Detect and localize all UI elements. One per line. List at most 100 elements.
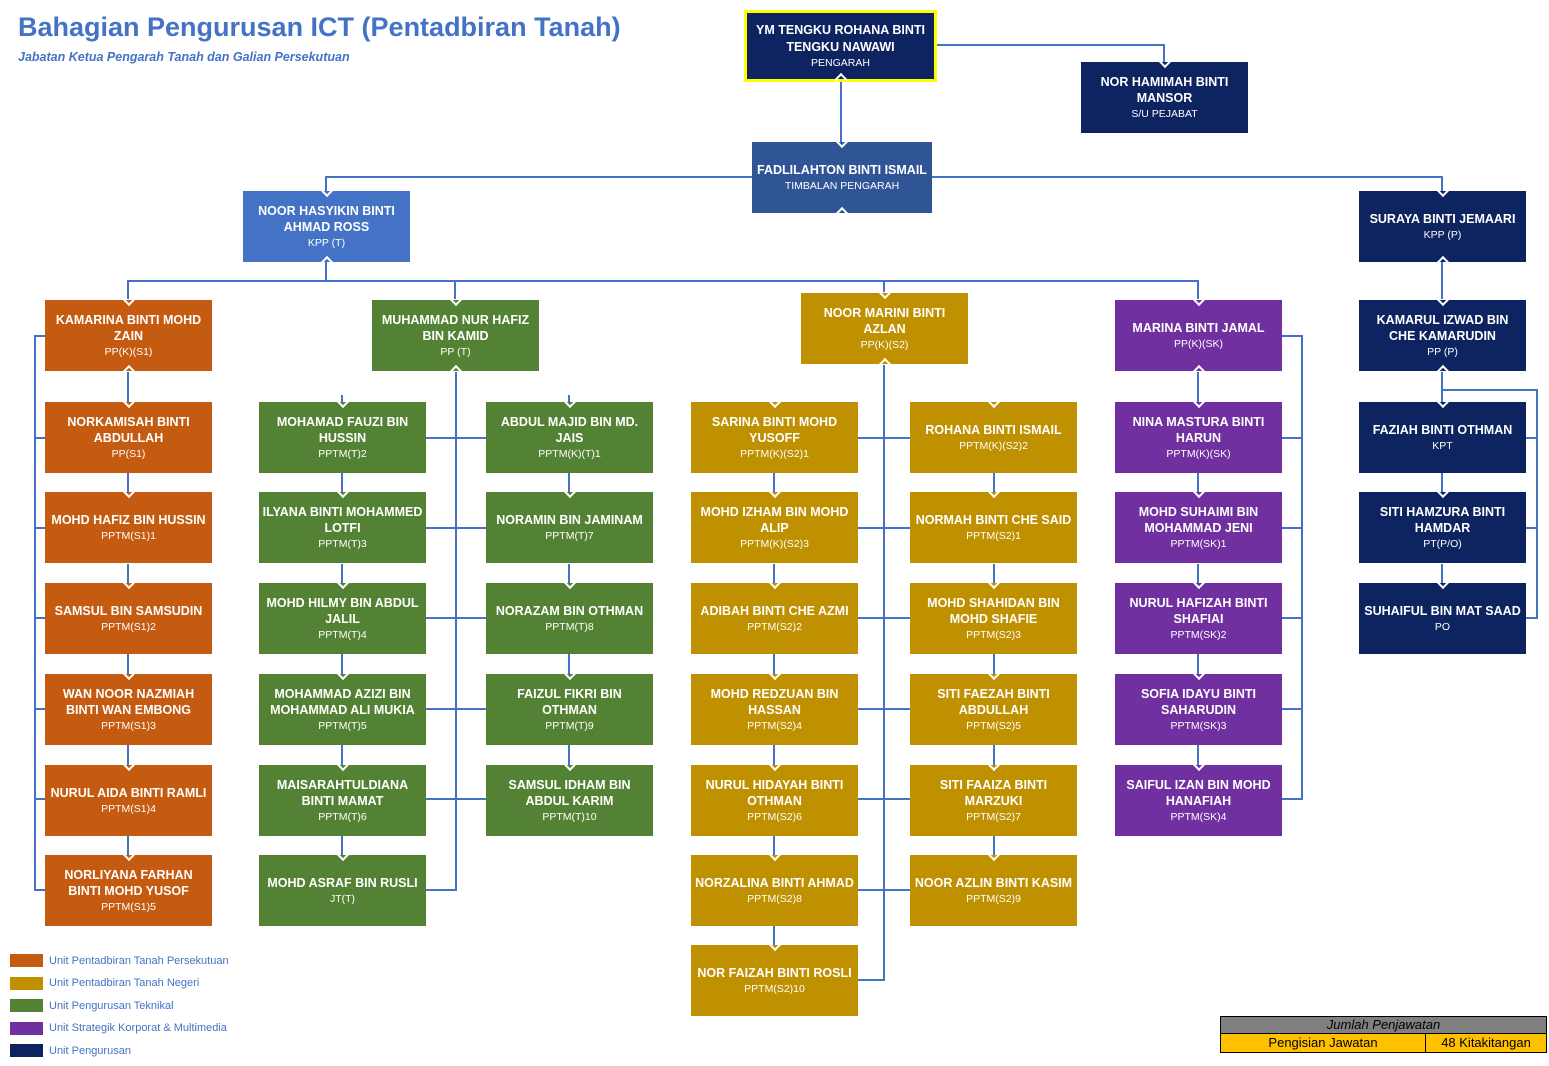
staff-role: KPT [1432,439,1453,452]
technical-staff-right-1: ABDUL MAJID BIN MD. JAIS PPTM(K)(T)1 [486,393,653,473]
staff-name: ABDUL MAJID BIN MD. JAIS [500,414,639,446]
staff-role: PPTM(K)(S2)3 [740,538,809,551]
unit-state-head: NOOR MARINI BINTI AZLAN PP(K)(S2) [801,284,968,373]
unit-federal-head-role: PP(K)(S1) [104,346,153,359]
staff-role: PPTM(T)9 [545,720,594,733]
unit-federal-head: KAMARINA BINTI MOHD ZAIN PP(K)(S1) [45,291,212,380]
staff-role: PPTM(S2)3 [966,629,1021,642]
staff-role: JT(T) [329,892,356,905]
staff-name: SITI FAAIZA BINTI MARZUKI [939,777,1048,809]
staff-name: SARINA BINTI MOHD YUSOFF [711,414,838,446]
staff-name: SAIFUL IZAN BIN MOHD HANAFIAH [1126,777,1271,809]
staff-name: NINA MASTURA BINTI HARUN [1132,414,1265,446]
director-box: YM TENGKU ROHANA BINTI TENGKU NAWAWI PEN… [744,10,937,88]
staff-name: NURUL HIDAYAH BINTI OTHMAN [705,777,844,809]
legend-item: Unit Pentadbiran Tanah Negeri [10,976,199,990]
unit-management-head-role: PP (P) [1427,346,1458,359]
staff-role: PPTM(T)4 [318,629,367,642]
page-title: Bahagian Pengurusan ICT (Pentadbiran Tan… [18,12,621,42]
kpp-t-role: KPP (T) [307,237,346,250]
summary-label: Pengisian Jawatan [1221,1034,1426,1052]
state-staff-right-6: NOOR AZLIN BINTI KASIM PPTM(S2)9 [910,846,1077,926]
staff-role: PPTM(S1)5 [101,901,156,914]
unit-strategic-head-name: MARINA BINTI JAMAL [1132,320,1265,335]
state-staff-left-7: NOR FAIZAH BINTI ROSLI PPTM(S2)10 [691,936,858,1016]
legend-item: Unit Strategik Korporat & Multimedia [10,1021,227,1035]
secretary-name: NOR HAMIMAH BINTI MANSOR [1100,74,1229,106]
staff-role: PPTM(K)(T)1 [538,448,601,461]
staff-name: NOR FAIZAH BINTI ROSLI [697,965,852,980]
staff-name: SOFIA IDAYU BINTI SAHARUDIN [1140,686,1257,718]
staff-name: MOHD REDZUAN BIN HASSAN [710,686,839,718]
legend-swatch [10,1021,43,1035]
staff-role: PPTM(S2)1 [966,529,1021,542]
staff-name: SITI FAEZAH BINTI ABDULLAH [937,686,1050,718]
staff-role: PPTM(K)(S2)1 [740,448,809,461]
staff-role: PPTM(S2)10 [744,982,805,995]
legend-item: Unit Pengurusan Teknikal [10,999,174,1012]
legend-swatch [10,976,43,990]
unit-state-head-role: PP(K)(S2) [860,339,909,352]
staff-name: SUHAIFUL BIN MAT SAAD [1364,603,1521,618]
staff-role: PPTM(T)7 [545,529,594,542]
legend-label: Unit Pengurusan Teknikal [49,999,174,1012]
staff-role: PPTM(T)8 [545,620,594,633]
deputy-name: FADLILAHTON BINTI ISMAIL [757,162,927,177]
staff-role: PPTM(S1)1 [101,529,156,542]
director-role: PENGARAH [811,56,870,69]
staff-role: PPTM(S2)8 [747,892,802,905]
page-subtitle: Jabatan Ketua Pengarah Tanah dan Galian … [18,50,350,64]
staff-name: MOHAMMAD AZIZI BIN MOHAMMAD ALI MUKIA [270,686,415,718]
legend-swatch [10,1044,43,1057]
staff-name: MOHD IZHAM BIN MOHD ALIP [700,504,849,536]
kpp-p-box: SURAYA BINTI JEMAARI KPP (P) [1359,182,1526,271]
legend-label: Unit Pentadbiran Tanah Persekutuan [49,954,229,967]
staff-name: FAZIAH BINTI OTHMAN [1372,422,1513,437]
deputy-box: FADLILAHTON BINTI ISMAIL TIMBALAN PENGAR… [752,133,932,222]
staff-name: NORZALINA BINTI AHMAD [695,875,854,890]
staff-name: ILYANA BINTI MOHAMMED LOTFI [262,504,423,536]
staff-name: NOOR AZLIN BINTI KASIM [914,875,1073,890]
legend-item: Unit Pengurusan [10,1044,131,1057]
state-staff-left-2: MOHD IZHAM BIN MOHD ALIP PPTM(K)(S2)3 [691,483,858,563]
unit-strategic-head: MARINA BINTI JAMAL PP(K)(SK) [1115,291,1282,380]
staff-name: SITI HAMZURA BINTI HAMDAR [1379,504,1506,536]
staff-name: SAMSUL BIN SAMSUDIN [54,603,203,618]
staff-name: MOHAMAD FAUZI BIN HUSSIN [276,414,409,446]
staff-role: PO [1434,620,1451,633]
unit-management-head-name: KAMARUL IZWAD BIN CHE KAMARUDIN [1376,312,1509,344]
staff-name: NORLIYANA FARHAN BINTI MOHD YUSOF [64,867,193,899]
unit-state-head-name: NOOR MARINI BINTI AZLAN [823,305,946,337]
staff-name: NURUL HAFIZAH BINTI SHAFIAI [1129,595,1268,627]
unit-strategic-head-role: PP(K)(SK) [1173,337,1223,350]
state-staff-left-6: NORZALINA BINTI AHMAD PPTM(S2)8 [691,846,858,926]
staff-role: PPTM(T)6 [318,811,367,824]
staff-name: MOHD ASRAF BIN RUSLI [267,875,418,890]
kpp-t-name: NOOR HASYIKIN BINTI AHMAD ROSS [258,203,395,235]
staff-role: PPTM(S1)3 [101,720,156,733]
kpp-p-role: KPP (P) [1423,228,1462,241]
secretary-box: NOR HAMIMAH BINTI MANSOR S/U PEJABAT [1081,53,1248,133]
staff-name: NORAMIN BIN JAMINAM [496,512,643,527]
federal-staff-6: NORLIYANA FARHAN BINTI MOHD YUSOF PPTM(S1… [45,846,212,926]
unit-federal-head-name: KAMARINA BINTI MOHD ZAIN [55,312,202,344]
staff-name: MOHD HAFIZ BIN HUSSIN [51,512,206,527]
staff-role: PPTM(S2)9 [966,892,1021,905]
staff-role: PPTM(SK)4 [1170,811,1227,824]
